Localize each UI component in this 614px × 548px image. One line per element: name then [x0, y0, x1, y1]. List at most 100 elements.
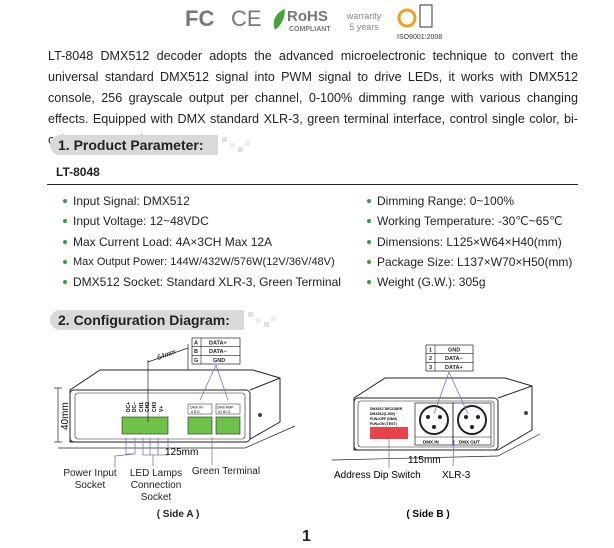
dmx-in-terminal	[187, 416, 213, 435]
svg-text:1: 1	[429, 348, 432, 354]
ce-logo: CE	[231, 6, 262, 31]
param-item: Weight (G.W.): 305g	[367, 272, 572, 292]
svg-text:DC−: DC−	[132, 402, 138, 412]
param-item: DMX512 Socket: Standard XLR-3, Green Ter…	[63, 272, 341, 292]
section-header-product-parameter: 1. Product Parameter:	[50, 135, 252, 155]
label-led-lamps: LED Lamps	[130, 468, 182, 479]
svg-text:DATA−: DATA−	[445, 356, 463, 362]
svg-text:G: G	[194, 358, 198, 364]
svg-text:CH3: CH3	[152, 402, 158, 412]
led-terminal-block	[121, 416, 169, 435]
fc-logo: FC	[185, 6, 214, 31]
bullet-icon	[367, 280, 371, 285]
params-right: Dimming Range: 0~100% Working Temperatur…	[367, 191, 572, 292]
decorative-squares	[218, 135, 252, 155]
rohs-logo: RoHS	[287, 8, 328, 25]
length-dimension: 125mm	[165, 447, 198, 458]
param-item: Max Output Power: 144W/432W/576W(12V/36V…	[63, 252, 341, 272]
svg-text:A: A	[194, 341, 198, 347]
bullet-icon	[63, 219, 67, 224]
label-led-lamps-2: Connection	[131, 480, 182, 491]
svg-text:DMX512 DECODER: DMX512 DECODER	[370, 407, 403, 411]
dmx-amp-pins: A1 B1 G	[218, 410, 231, 414]
param-text: Input Signal: DMX512	[73, 194, 190, 209]
label-green-terminal: Green Terminal	[192, 466, 260, 477]
callout-arrows	[114, 364, 229, 468]
dmx-amp-label: DMX AMP	[217, 406, 234, 410]
decorative-squares	[244, 310, 278, 330]
intro-paragraph: LT-8048 DMX512 decoder adopts the advanc…	[48, 49, 578, 147]
length-dimension: 115mm	[408, 455, 441, 466]
dimension-lines	[54, 344, 189, 443]
section-header-configuration-diagram: 2. Configuration Diagram:	[50, 310, 278, 330]
xlr-out-label: DMX OUT	[459, 440, 480, 445]
pinout-table-b: 1 GND 2 DATA− 3 DATA+	[425, 344, 474, 372]
page-number: 1	[302, 528, 311, 545]
model-heading: LT-8048	[56, 165, 100, 179]
svg-text:GND: GND	[213, 358, 225, 364]
warranty-years: 5 years	[349, 22, 379, 32]
bullet-icon	[367, 199, 371, 204]
param-text: Working Temperature: -30℃~65℃	[377, 214, 563, 229]
bullet-icon	[63, 260, 67, 265]
dmx-in-pins: A B G	[191, 410, 200, 414]
bullet-icon	[63, 280, 67, 285]
xlr-in-socket-icon	[419, 405, 449, 435]
svg-text:DATA+: DATA+	[209, 341, 227, 347]
bullet-icon	[63, 199, 67, 204]
param-item: Max Current Load: 4A×3CH Max 12A	[63, 232, 341, 252]
svg-text:GND: GND	[448, 348, 460, 354]
param-item: Package Size: L137×W70×H50(mm)	[367, 252, 572, 272]
screw-icon	[258, 413, 262, 417]
param-text: Package Size: L137×W70×H50(mm)	[377, 255, 573, 270]
param-item: Input Signal: DMX512	[63, 191, 341, 211]
param-text: DMX512 Socket: Standard XLR-3, Green Ter…	[73, 275, 341, 290]
section-title: 1. Product Parameter:	[50, 135, 218, 155]
divider	[47, 184, 578, 185]
param-text: Dimensions: L125×W64×H40(mm)	[377, 234, 562, 249]
side-b-caption: ( Side B )	[406, 509, 449, 520]
param-item: Input Voltage: 12~48VDC	[63, 211, 341, 231]
xlr-out-socket-icon	[457, 405, 487, 435]
svg-text:B: B	[194, 349, 198, 355]
xlr-in-label: DMX IN	[423, 440, 439, 445]
rohs-sub: COMPLIANT	[289, 26, 331, 33]
param-text: Weight (G.W.): 305g	[377, 275, 486, 290]
dip-switch	[370, 427, 408, 439]
certification-logos: FC CE RoHS COMPLIANT warranty 5 years IS…	[185, 4, 442, 41]
param-text: Max Output Power: 144W/432W/576W(12V/36V…	[73, 256, 335, 269]
dmx-amp-terminal	[215, 416, 241, 435]
label-address-dip-switch: Address Dip Switch	[334, 470, 421, 481]
svg-text:CH1: CH1	[139, 402, 145, 412]
label-xlr3: XLR-3	[442, 470, 471, 481]
warranty-text: warranty	[346, 11, 382, 21]
param-item: Working Temperature: -30℃~65℃	[367, 211, 572, 231]
svg-text:3: 3	[429, 365, 432, 371]
svg-text:DC+: DC+	[126, 402, 132, 412]
width-dimension: 64mm	[156, 349, 177, 362]
label-led-lamps-3: Socket	[141, 492, 172, 503]
svg-text:2: 2	[429, 356, 432, 362]
label-power-input-2: Socket	[75, 480, 106, 491]
screw-icon	[524, 411, 528, 415]
bullet-icon	[367, 260, 371, 265]
bullet-icon	[367, 239, 371, 244]
label-power-input: Power Input	[63, 468, 117, 479]
svg-text:DATA+: DATA+	[445, 365, 463, 371]
bullet-icon	[367, 219, 371, 224]
svg-text:FUN=OFF (DMX): FUN=OFF (DMX)	[370, 417, 397, 421]
param-item: Dimensions: L125×W64×H40(mm)	[367, 232, 572, 252]
params-left: Input Signal: DMX512 Input Voltage: 12~4…	[63, 191, 341, 292]
param-text: Max Current Load: 4A×3CH Max 12A	[73, 234, 273, 249]
cert-mark-icon	[419, 4, 433, 28]
leaf-icon	[273, 9, 285, 30]
svg-text:DMX512(1-500): DMX512(1-500)	[370, 412, 395, 416]
side-a-caption: ( Side A )	[157, 509, 200, 520]
height-dimension: 40mm	[60, 402, 71, 430]
param-item: Dimming Range: 0~100%	[367, 191, 572, 211]
section-title: 2. Configuration Diagram:	[50, 310, 244, 330]
svg-text:FUN=ON (TEST): FUN=ON (TEST)	[370, 422, 397, 426]
svg-text:V+: V+	[159, 406, 165, 412]
